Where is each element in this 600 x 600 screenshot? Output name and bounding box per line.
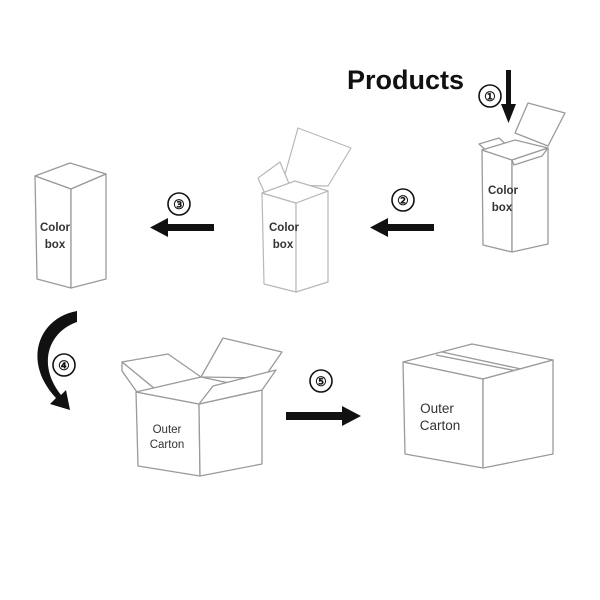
step-3-label: ③: [173, 197, 185, 212]
step-5-label: ⑤: [315, 374, 327, 389]
color-box-middle-label-1: Color: [269, 222, 300, 234]
carton-open-label-2: Carton: [150, 439, 185, 451]
arrow-left-2: [370, 218, 434, 237]
color-box-closed-label-2: box: [45, 239, 66, 251]
step-4-label: ④: [58, 358, 70, 373]
carton-closed-label-1: Outer: [420, 401, 454, 416]
outer-carton-open: Outer Carton: [121, 337, 283, 477]
arrow-right-5: [286, 406, 361, 426]
color-box-middle-label-2: box: [273, 239, 294, 251]
step-2-marker: ②: [391, 188, 415, 212]
arrow-left-3: [150, 218, 214, 237]
arrow-down-1: [501, 70, 516, 123]
color-box-middle: Color box: [257, 127, 352, 293]
products-title: Products: [347, 65, 464, 95]
color-box-closed-label-1: Color: [40, 222, 71, 234]
step-1-marker: ①: [478, 84, 502, 108]
step-4-marker: ④: [52, 353, 76, 377]
outer-carton-closed: Outer Carton: [402, 343, 554, 469]
carton-closed-label-2: Carton: [420, 418, 461, 433]
step-5-marker: ⑤: [309, 369, 333, 393]
step-3-marker: ③: [167, 192, 191, 216]
color-box-closed: Color box: [34, 162, 107, 289]
color-box-open-label-1: Color: [488, 185, 519, 197]
color-box-open: Color box: [478, 102, 566, 253]
curved-arrow-4: [37, 311, 77, 410]
carton-open-label-1: Outer: [153, 424, 182, 436]
color-box-open-label-2: box: [492, 202, 513, 214]
step-1-label: ①: [484, 89, 496, 104]
step-2-label: ②: [397, 193, 409, 208]
